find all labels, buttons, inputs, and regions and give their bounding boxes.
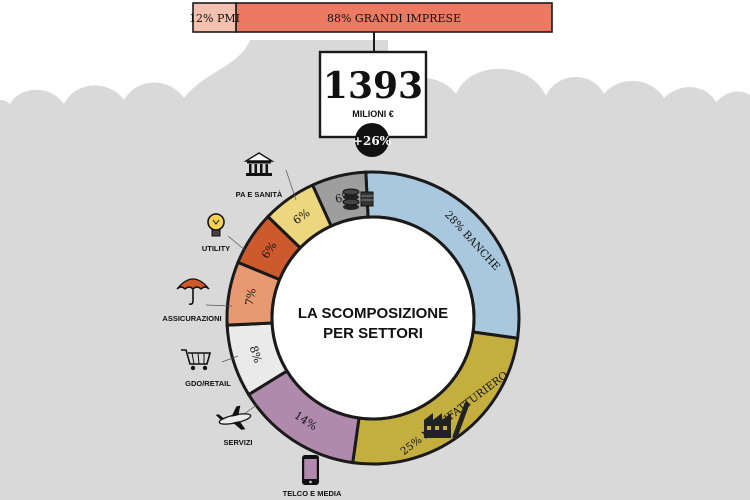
donut-label-servizi: 8% [247, 344, 265, 365]
sector-name-telco: TELCO E MEDIA [283, 489, 342, 498]
total-unit: MILIONI € [352, 109, 394, 119]
sector-name-servizi: SERVIZI [223, 438, 252, 447]
umbrella-icon [176, 278, 210, 305]
donut-label-gdo-retail: 7% [243, 287, 259, 306]
airplane-icon [215, 405, 252, 430]
company-size-bar: 12% PMI 88% GRANDI IMPRESE [189, 2, 553, 33]
sector-name-pa: PA E SANITÀ [236, 190, 283, 199]
large-company-segment [235, 2, 553, 33]
lightbulb-icon [207, 213, 225, 237]
total-value-box: 1393 MILIONI € [318, 50, 428, 139]
coins-icon [342, 188, 374, 210]
sector-donut-chart [225, 170, 521, 466]
factory-icon [424, 401, 470, 440]
cloud-background [0, 0, 750, 104]
sector-name-utility: UTILITY [202, 244, 230, 253]
sector-name-assicurazioni: ASSICURAZIONI [162, 314, 221, 323]
donut-center-title: LA SCOMPOSIZIONE PER SETTORI [298, 305, 448, 342]
donut-hole [270, 215, 476, 421]
large-company-label: 88% GRANDI IMPRESE [327, 12, 461, 25]
shopping-cart-icon [181, 349, 212, 371]
bank-building-icon [243, 152, 275, 176]
center-title-line-1: LA SCOMPOSIZIONE [298, 305, 448, 322]
growth-value: +26% [353, 134, 392, 148]
total-value: 1393 [323, 65, 423, 107]
growth-badge: +26% [353, 123, 392, 157]
smartphone-icon [302, 455, 319, 485]
sector-name-gdo: GDO/RETAIL [185, 379, 231, 388]
center-title-line-2: PER SETTORI [323, 325, 423, 342]
leader-lines [205, 169, 297, 415]
sme-label: 12% PMI [189, 12, 240, 25]
sme-segment [192, 2, 237, 33]
